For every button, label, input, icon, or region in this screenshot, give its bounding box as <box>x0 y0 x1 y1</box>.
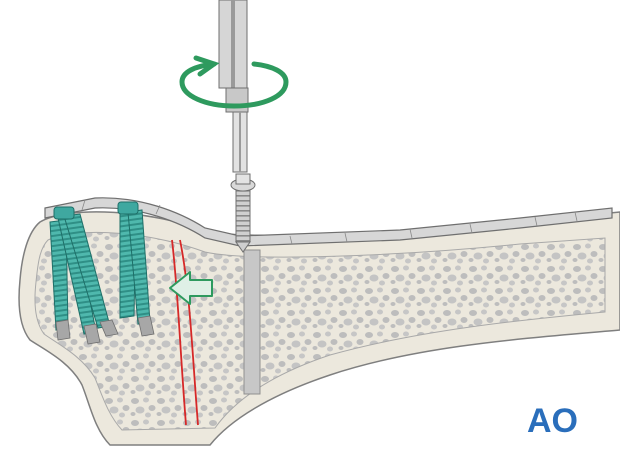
plate-segments <box>81 199 578 245</box>
fracture-line <box>171 239 199 426</box>
drill-hole <box>243 249 261 395</box>
cortex-screw <box>230 173 256 253</box>
compression-arrow-icon <box>169 271 213 305</box>
screw-tips <box>55 315 155 345</box>
screw-head-1 <box>53 206 75 220</box>
screwdriver <box>218 0 249 173</box>
ao-logo: AO <box>527 402 578 440</box>
screw-head-2 <box>117 201 139 215</box>
rotation-arrow-icon <box>179 55 289 109</box>
locking-screws <box>49 201 151 335</box>
